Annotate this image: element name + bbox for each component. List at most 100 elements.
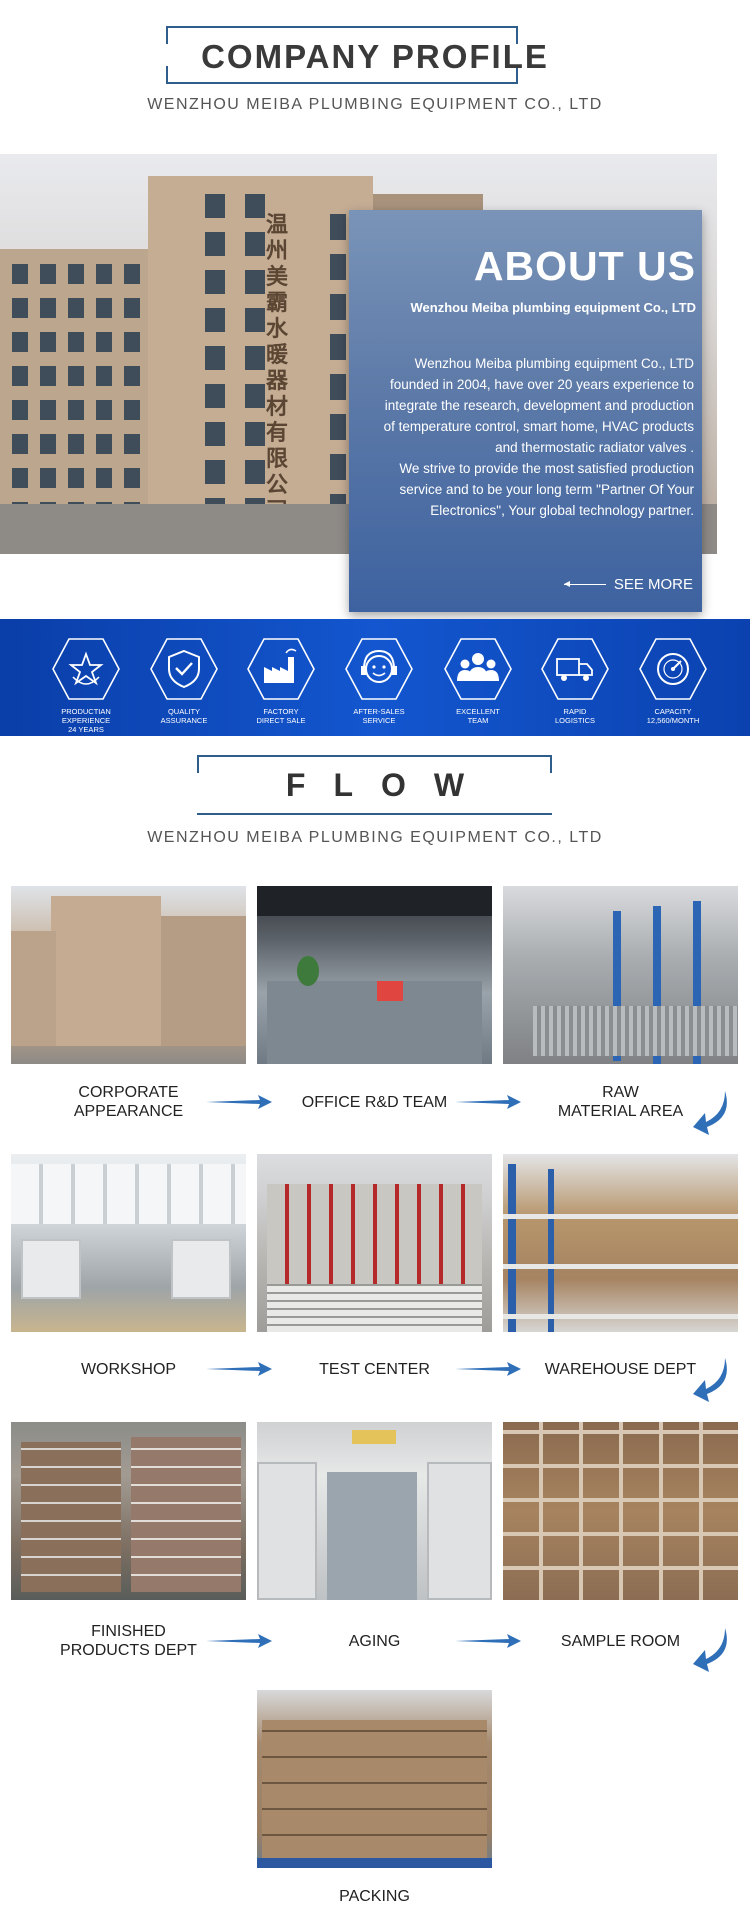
- building-window: [96, 400, 112, 420]
- building-window: [12, 264, 28, 284]
- building-window: [96, 468, 112, 488]
- feature-label: ASSURANCE: [160, 716, 208, 725]
- step-photo-finished-products-dept: [11, 1422, 246, 1600]
- building-window: [40, 264, 56, 284]
- team-icon: [444, 638, 512, 700]
- building-window: [205, 194, 225, 218]
- feature-label: LOGISTICS: [554, 716, 595, 725]
- see-more-label: SEE MORE: [613, 576, 693, 593]
- building-sign: 温州美霸水暖器材有限公司: [266, 212, 289, 524]
- about-line: We strive to provide the most satisfied …: [399, 461, 694, 476]
- building-window: [68, 332, 84, 352]
- building-window: [124, 434, 140, 454]
- building-window: [68, 434, 84, 454]
- step-photo-aging: [257, 1422, 492, 1600]
- building-window: [245, 460, 265, 484]
- arrow-down-icon: [693, 1358, 727, 1402]
- see-more-link[interactable]: SEE MORE: [563, 576, 693, 593]
- feature-label: SERVICE: [362, 716, 396, 725]
- step-label-warehouse-dept: WAREHOUSE DEPT: [544, 1360, 697, 1378]
- about-line: Electronics", Your global technology par…: [430, 503, 694, 518]
- building-window: [245, 384, 265, 408]
- building-window: [96, 332, 112, 352]
- step-photo-workshop: [11, 1154, 246, 1332]
- step-photo-corporate-appearance: [11, 886, 246, 1064]
- feature-label: 24 YEARS: [68, 725, 104, 734]
- about-line: integrate the research, development and …: [384, 398, 694, 413]
- step-photo-packing: [257, 1690, 492, 1868]
- building-window: [12, 332, 28, 352]
- arrow-right-icon: [206, 1362, 272, 1376]
- building-window: [124, 264, 140, 284]
- building-window: [205, 422, 225, 446]
- building-window: [205, 308, 225, 332]
- feature-label: CAPACITY: [654, 707, 692, 716]
- building-window: [245, 346, 265, 370]
- about-description: Wenzhou Meiba plumbing equipment Co., LT…: [354, 353, 694, 521]
- arrow-right-icon: [206, 1634, 272, 1648]
- step-photo-test-center: [257, 1154, 492, 1332]
- building-window: [330, 374, 346, 400]
- arrow-left-icon: [563, 581, 606, 587]
- step-label-office-rd-team: OFFICE R&D TEAM: [301, 1093, 448, 1111]
- about-title: ABOUT US: [473, 243, 696, 289]
- feature-label: EXCELLENT: [456, 707, 500, 716]
- building-window: [330, 454, 346, 480]
- about-us-card: ABOUT US Wenzhou Meiba plumbing equipmen…: [349, 210, 702, 612]
- building-window: [245, 270, 265, 294]
- building-window: [40, 400, 56, 420]
- arrow-down-icon: [693, 1628, 727, 1672]
- building-window: [245, 422, 265, 446]
- page-subtitle: WENZHOU MEIBA PLUMBING EQUIPMENT CO., LT…: [147, 96, 603, 113]
- arrow-right-icon: [206, 1095, 272, 1109]
- step-label-workshop: WORKSHOP: [80, 1360, 177, 1378]
- building-window: [124, 298, 140, 318]
- building-window: [330, 254, 346, 280]
- about-line: service and to be your long term "Partne…: [399, 482, 694, 497]
- step-label-sample-room: SAMPLE ROOM: [560, 1632, 681, 1650]
- building-window: [205, 232, 225, 256]
- building-window: [124, 400, 140, 420]
- building-window: [12, 366, 28, 386]
- building-window: [245, 194, 265, 218]
- about-line: Wenzhou Meiba plumbing equipment Co., LT…: [414, 356, 694, 371]
- star-icon: [52, 638, 120, 700]
- step-label-test-center: TEST CENTER: [319, 1360, 430, 1378]
- feature-label: PRODUCTIAN EXPERIENCE: [61, 707, 111, 725]
- building-window: [330, 334, 346, 360]
- building-window: [40, 332, 56, 352]
- feature-label: 12,560/MONTH: [646, 716, 700, 725]
- about-company-name: Wenzhou Meiba plumbing equipment Co., LT…: [410, 300, 697, 315]
- shield-check-icon: [150, 638, 218, 700]
- building-window: [68, 298, 84, 318]
- building-window: [12, 400, 28, 420]
- flow-subtitle: WENZHOU MEIBA PLUMBING EQUIPMENT CO., LT…: [147, 829, 603, 846]
- step-label-aging: AGING: [348, 1632, 401, 1650]
- arrow-right-icon: [455, 1634, 521, 1648]
- step-photo-raw-material-area: [503, 886, 738, 1064]
- feature-label: FACTORY: [263, 707, 299, 716]
- building-window: [245, 308, 265, 332]
- factory-icon: [247, 638, 315, 700]
- arrow-right-icon: [455, 1362, 521, 1376]
- building-window: [205, 384, 225, 408]
- truck-icon: [541, 638, 609, 700]
- step-label-packing: PACKING: [339, 1887, 410, 1905]
- feature-label: TEAM: [467, 716, 489, 725]
- building-window: [245, 232, 265, 256]
- building-window: [40, 366, 56, 386]
- arrow-down-icon: [693, 1091, 727, 1135]
- step-photo-warehouse-dept: [503, 1154, 738, 1332]
- building-window: [40, 434, 56, 454]
- building-window: [96, 366, 112, 386]
- feature-label: AFTER-SALES: [353, 707, 405, 716]
- building-window: [124, 332, 140, 352]
